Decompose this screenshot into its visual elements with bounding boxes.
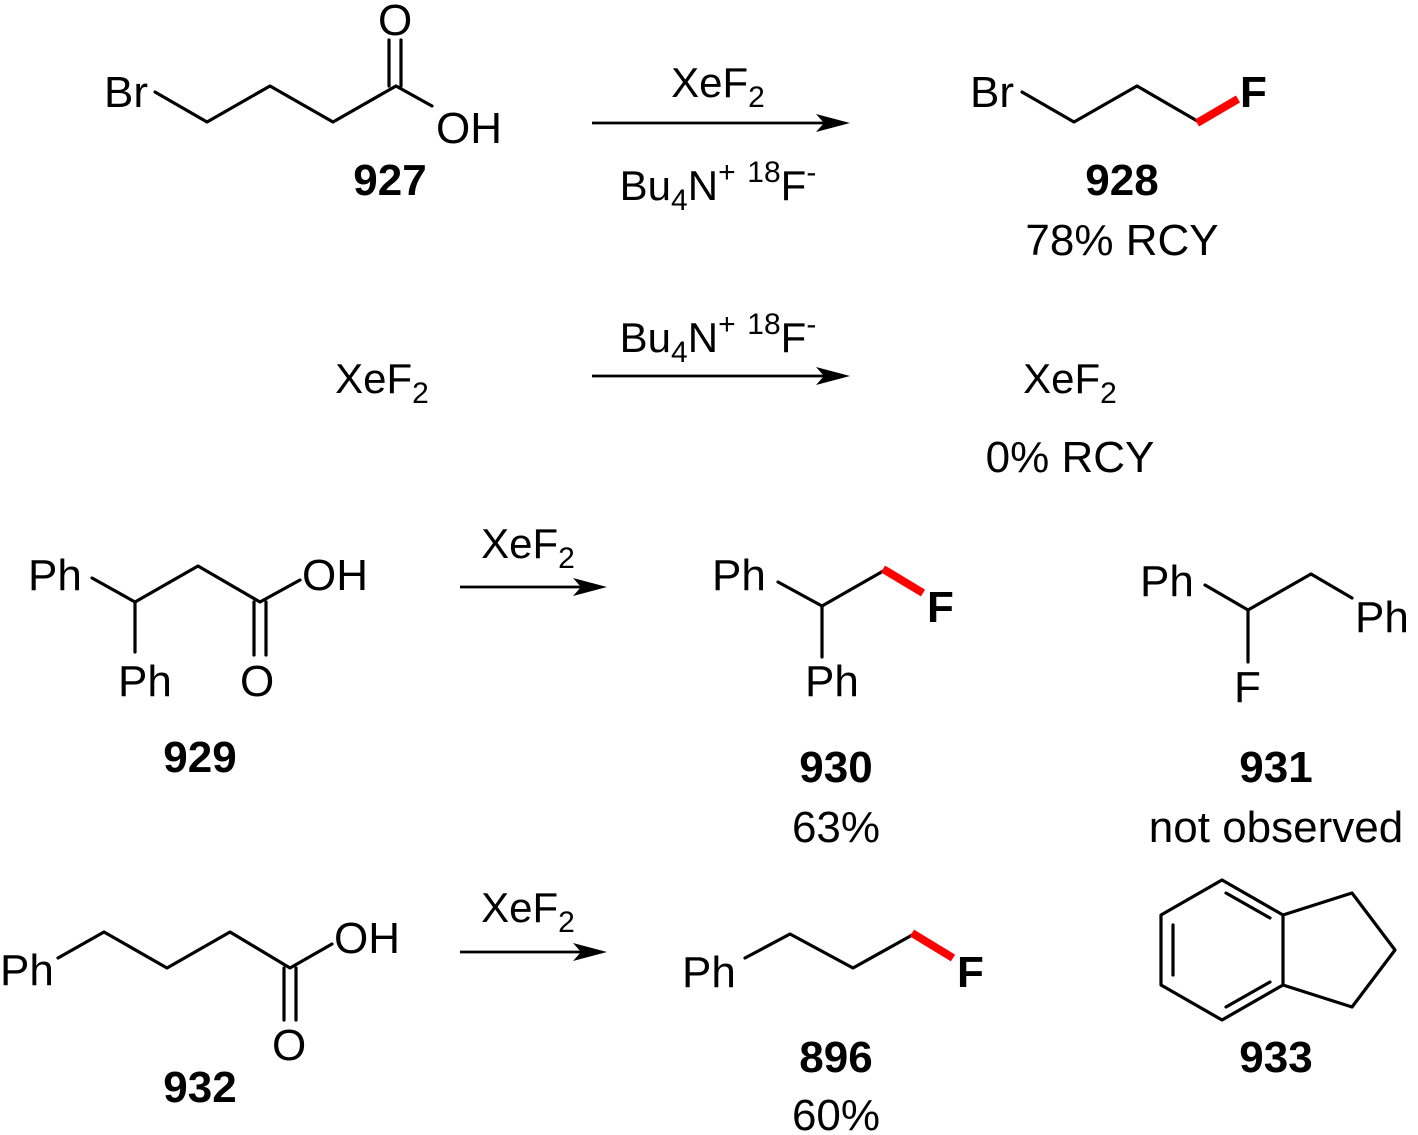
- atom-o-929: O: [240, 657, 274, 706]
- reagent-bu4n-18f-2: Bu4N+ 18F-: [620, 296, 817, 369]
- arrowhead-1: [816, 114, 850, 132]
- bond-chain-930: [776, 568, 887, 608]
- reagent-xef2-4: XeF2: [481, 884, 575, 939]
- bond-c-f-930: [880, 565, 926, 597]
- reaction-3: Ph OH Ph O 929 XeF2 Ph F Ph 930 63% Ph P…: [28, 520, 1409, 852]
- bond-c-f-896: [909, 929, 956, 962]
- reagent-xef2-1: XeF2: [671, 59, 765, 114]
- compound-928-structure: Br F: [970, 68, 1267, 127]
- atom-ph2-929: Ph: [118, 657, 172, 706]
- atom-oh-927: OH: [436, 104, 502, 153]
- indane-double-bond-2: [1224, 891, 1272, 920]
- reagent-xef2-3: XeF2: [481, 520, 575, 575]
- compound-id-927: 927: [353, 156, 426, 205]
- bond-chain-932: [56, 930, 334, 970]
- atom-ph1-929: Ph: [28, 551, 82, 600]
- compound-id-928: 928: [1085, 156, 1158, 205]
- atom-f-931: F: [1234, 663, 1261, 712]
- reactant-xef2-2: XeF2: [335, 355, 429, 410]
- bond-chain-931: [1203, 572, 1354, 612]
- atom-ph1-930: Ph: [712, 551, 766, 600]
- yield-930: 63%: [792, 803, 880, 852]
- bond-chain-927: [153, 84, 434, 124]
- compound-id-930: 930: [799, 743, 872, 792]
- bond-chain-929: [90, 564, 302, 604]
- atom-br-927: Br: [104, 68, 148, 117]
- reaction-2: XeF2 Bu4N+ 18F- XeF2 0% RCY: [335, 296, 1155, 482]
- atom-f-928: F: [1240, 68, 1267, 117]
- compound-id-931: 931: [1239, 743, 1312, 792]
- atom-ph-896: Ph: [682, 948, 736, 997]
- compound-id-929: 929: [163, 733, 236, 782]
- compound-id-932: 932: [163, 1063, 236, 1112]
- compound-933-structure: [1159, 878, 1397, 1022]
- atom-br-928: Br: [970, 68, 1014, 117]
- atom-o-927: O: [378, 0, 412, 45]
- atom-ph1-931: Ph: [1140, 557, 1194, 606]
- atom-f-896: F: [957, 948, 984, 997]
- indane-double-bond-3: [1224, 980, 1272, 1009]
- atom-ph2-930: Ph: [805, 657, 859, 706]
- reagent-bu4n-18f-1: Bu4N+ 18F-: [620, 144, 817, 217]
- indane-benzene-ring: [1159, 878, 1285, 1022]
- arrowhead-3: [573, 578, 607, 596]
- atom-ph2-931: Ph: [1355, 593, 1409, 642]
- compound-id-933: 933: [1239, 1033, 1312, 1082]
- yield-xef2-2: 0% RCY: [986, 433, 1155, 482]
- atom-oh-929: OH: [302, 551, 368, 600]
- bond-c-f-928: [1194, 95, 1241, 127]
- note-931: not observed: [1149, 803, 1403, 852]
- bond-chain-928: [1020, 84, 1201, 124]
- bond-chain-896: [743, 932, 916, 970]
- atom-f-930: F: [927, 583, 954, 632]
- indane-cyclopentane: [1281, 891, 1397, 1009]
- compound-932-structure: Ph OH O: [0, 914, 400, 1070]
- product-xef2-2: XeF2: [1023, 355, 1117, 410]
- reaction-1: Br O OH 927 XeF2 Bu4N+ 18F- Br F 928 78%…: [104, 0, 1267, 265]
- compound-id-896: 896: [799, 1033, 872, 1082]
- atom-ph-932: Ph: [0, 946, 54, 995]
- yield-896: 60%: [792, 1091, 880, 1135]
- compound-896-structure: Ph F: [682, 929, 984, 997]
- arrowhead-4: [573, 943, 607, 961]
- yield-928: 78% RCY: [1025, 216, 1218, 265]
- compound-927-structure: Br O OH: [104, 0, 502, 153]
- arrowhead-2: [816, 367, 850, 385]
- reaction-4: Ph OH O 932 XeF2 Ph F 896 60% 933: [0, 878, 1397, 1135]
- compound-930-structure: Ph F Ph: [712, 551, 954, 706]
- compound-931-structure: Ph Ph F: [1140, 557, 1409, 712]
- atom-o-932: O: [272, 1021, 306, 1070]
- atom-oh-932: OH: [334, 914, 400, 963]
- compound-929-structure: Ph OH Ph O: [28, 551, 368, 706]
